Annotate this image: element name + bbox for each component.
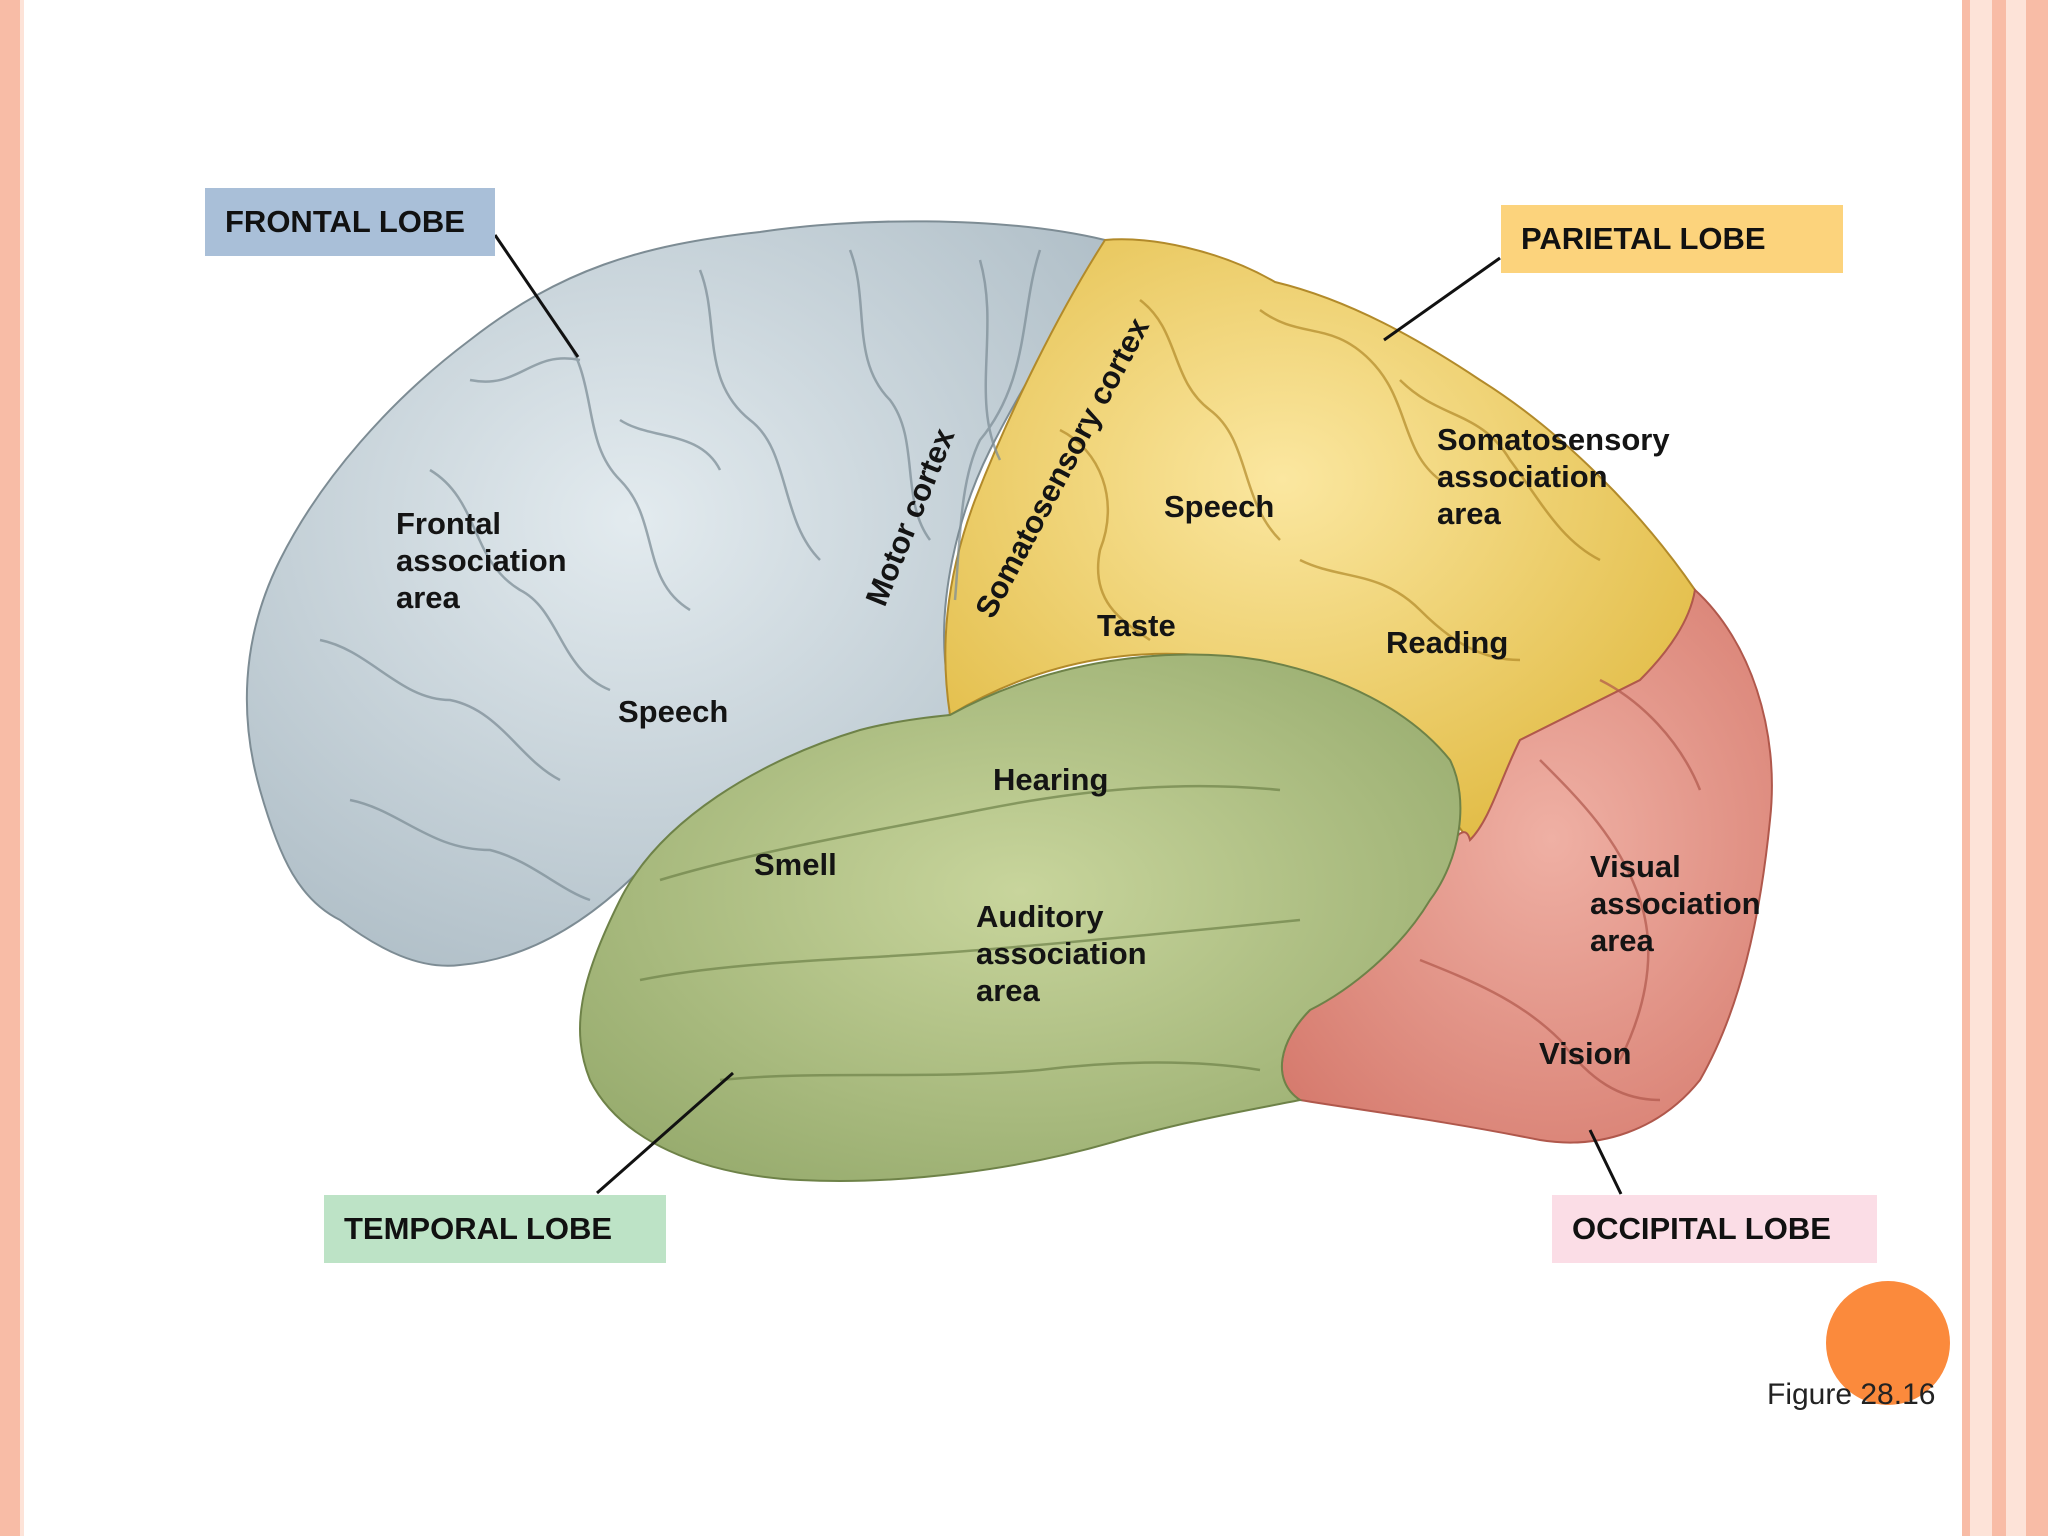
frontal-leader-line (493, 234, 580, 358)
label-line: Visual (1590, 849, 1681, 884)
label-line: area (1437, 496, 1501, 531)
speech-parietal-label: Speech (1164, 489, 1275, 524)
visual-association-label: Visual association area (1590, 848, 1761, 959)
temporal-leader-line (596, 1071, 734, 1195)
label-line: area (1590, 923, 1654, 958)
reading-label: Reading (1386, 625, 1509, 660)
figure-caption: Figure 28.16 (1767, 1378, 1936, 1411)
decorative-circle (1826, 1281, 1950, 1405)
label-line: Somatosensory (1437, 422, 1670, 457)
slide-border-right (1962, 0, 1970, 1536)
frontal-lobe-tag: FRONTAL LOBE (205, 188, 495, 256)
label-line: Frontal (396, 506, 502, 541)
vision-label: Vision (1539, 1036, 1632, 1071)
slide-border-left-inner (20, 0, 24, 1536)
temporal-gyri (639, 784, 1301, 1082)
parietal-lobe-tag: PARIETAL LOBE (1501, 205, 1843, 273)
temporal-lobe-tag: TEMPORAL LOBE (324, 1195, 666, 1263)
hearing-label: Hearing (993, 762, 1109, 797)
frontal-gyri (319, 249, 1042, 902)
label-line: Auditory (976, 899, 1104, 934)
somatosensory-association-label: Somatosensory association area (1437, 421, 1670, 532)
taste-label: Taste (1097, 608, 1176, 643)
frontal-lobe-region (245, 220, 1107, 967)
occipital-lobe-tag: OCCIPITAL LOBE (1552, 1195, 1877, 1263)
slide-border-right (1970, 0, 1992, 1536)
label-line: association (396, 543, 567, 578)
label-line: association (1590, 886, 1761, 921)
label-line: area (396, 580, 460, 615)
slide-border-right (1992, 0, 2006, 1536)
auditory-association-label: Auditory association area (976, 898, 1147, 1009)
occipital-gyri (1419, 678, 1702, 1102)
label-line: association (1437, 459, 1608, 494)
label-line: area (976, 973, 1040, 1008)
slide-border-right (2006, 0, 2026, 1536)
parietal-leader-line (1383, 256, 1501, 342)
slide-border-right (2026, 0, 2048, 1536)
slide-border-left (0, 0, 20, 1536)
frontal-association-label: Frontal association area (396, 505, 567, 616)
smell-label: Smell (754, 847, 837, 882)
occipital-leader-line (1588, 1129, 1623, 1195)
speech-frontal-label: Speech (618, 694, 729, 729)
label-line: association (976, 936, 1147, 971)
parietal-gyri (1059, 299, 1601, 662)
